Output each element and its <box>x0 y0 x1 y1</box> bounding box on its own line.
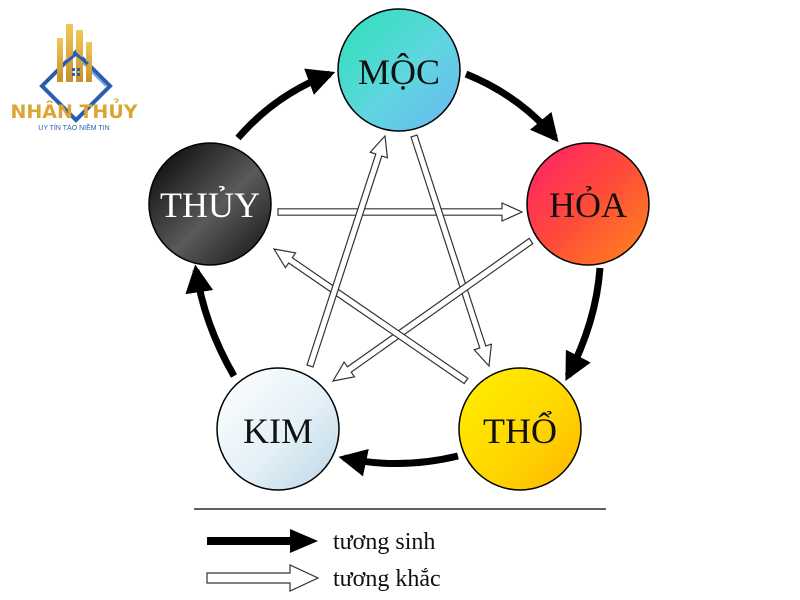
element-thuy: THỦY <box>148 142 272 266</box>
element-thuy-label: THỦY <box>160 185 260 225</box>
element-hoa: HỎA <box>526 142 650 266</box>
arrow-moc-to-hoa <box>464 70 559 143</box>
element-hoa-circle <box>526 142 650 266</box>
legend: tương sinh tương khắc <box>206 529 441 592</box>
legend-overcoming-label: tương khắc <box>333 566 441 592</box>
element-moc: MỘC <box>337 8 461 132</box>
element-kim-circle <box>216 367 340 491</box>
brand-name: NHÂN THỦY <box>10 98 137 123</box>
element-hoa-label: HỎA <box>549 185 627 225</box>
element-moc-label: MỘC <box>358 52 440 92</box>
brand-tagline: UY TÍN TẠO NIỀM TIN <box>38 122 109 132</box>
element-tho-label: THỔ <box>483 411 557 451</box>
arrow-kim-to-moc <box>306 134 389 368</box>
element-tho: THỔ <box>458 367 582 491</box>
generating-cycle-arrows <box>185 68 604 477</box>
brand-logo: NHÂN THỦY UY TÍN TẠO NIỀM TIN <box>10 24 138 132</box>
arrow-tho-to-kim <box>338 448 459 477</box>
arrow-moc-to-tho <box>410 134 493 368</box>
element-kim-label: KIM <box>243 411 313 451</box>
element-thuy-circle <box>148 142 272 266</box>
arrow-tho-to-thuy <box>272 248 469 385</box>
arrow-hoa-to-kim <box>331 237 534 382</box>
legend-hollow-arrow-icon <box>206 564 320 592</box>
element-kim: KIM <box>216 367 340 491</box>
arrow-hoa-to-tho <box>564 267 604 381</box>
arrow-thuy-to-moc <box>235 68 336 141</box>
arrow-kim-to-thuy <box>185 264 238 378</box>
overcoming-cycle-arrows <box>272 134 534 385</box>
legend-solid-arrow-icon <box>207 529 318 553</box>
arrow-thuy-to-hoa <box>277 202 524 222</box>
element-tho-circle <box>458 367 582 491</box>
element-moc-circle <box>337 8 461 132</box>
legend-generating-label: tương sinh <box>333 529 435 555</box>
logo-mark-icon <box>39 24 113 123</box>
